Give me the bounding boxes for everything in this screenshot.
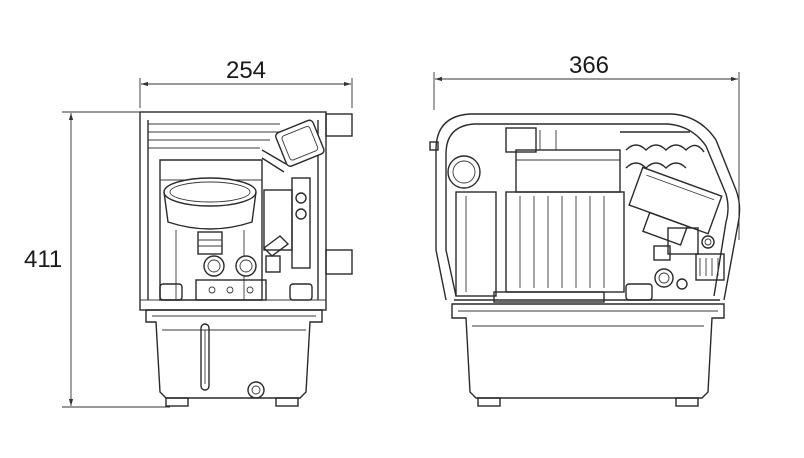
side-sight-glass xyxy=(200,323,210,391)
side-frame xyxy=(139,111,327,311)
front-reservoir xyxy=(451,303,725,399)
front-hose xyxy=(625,144,705,153)
side-gauge xyxy=(275,119,325,167)
front-port xyxy=(654,268,674,288)
front-motor-top xyxy=(515,149,621,193)
front-roll-cage xyxy=(435,113,741,301)
dimension-411: 411 xyxy=(24,111,170,408)
front-valve xyxy=(667,227,699,255)
front-motor-fins xyxy=(519,196,605,288)
front-view xyxy=(429,113,741,407)
dimension-label-366: 366 xyxy=(569,52,609,79)
dimension-366: 366 xyxy=(433,52,740,240)
side-coupler-2 xyxy=(235,255,257,277)
side-view xyxy=(139,111,353,407)
dimension-label-254: 254 xyxy=(226,57,266,84)
dimension-label-411: 411 xyxy=(24,246,62,273)
front-filter-housing xyxy=(628,166,723,235)
front-motor-body xyxy=(505,191,625,293)
side-reservoir xyxy=(145,309,323,399)
dimension-254: 254 xyxy=(139,57,353,108)
side-valve-block xyxy=(263,189,293,251)
side-coupler-1 xyxy=(203,255,225,277)
front-coupler-stack xyxy=(695,253,725,281)
